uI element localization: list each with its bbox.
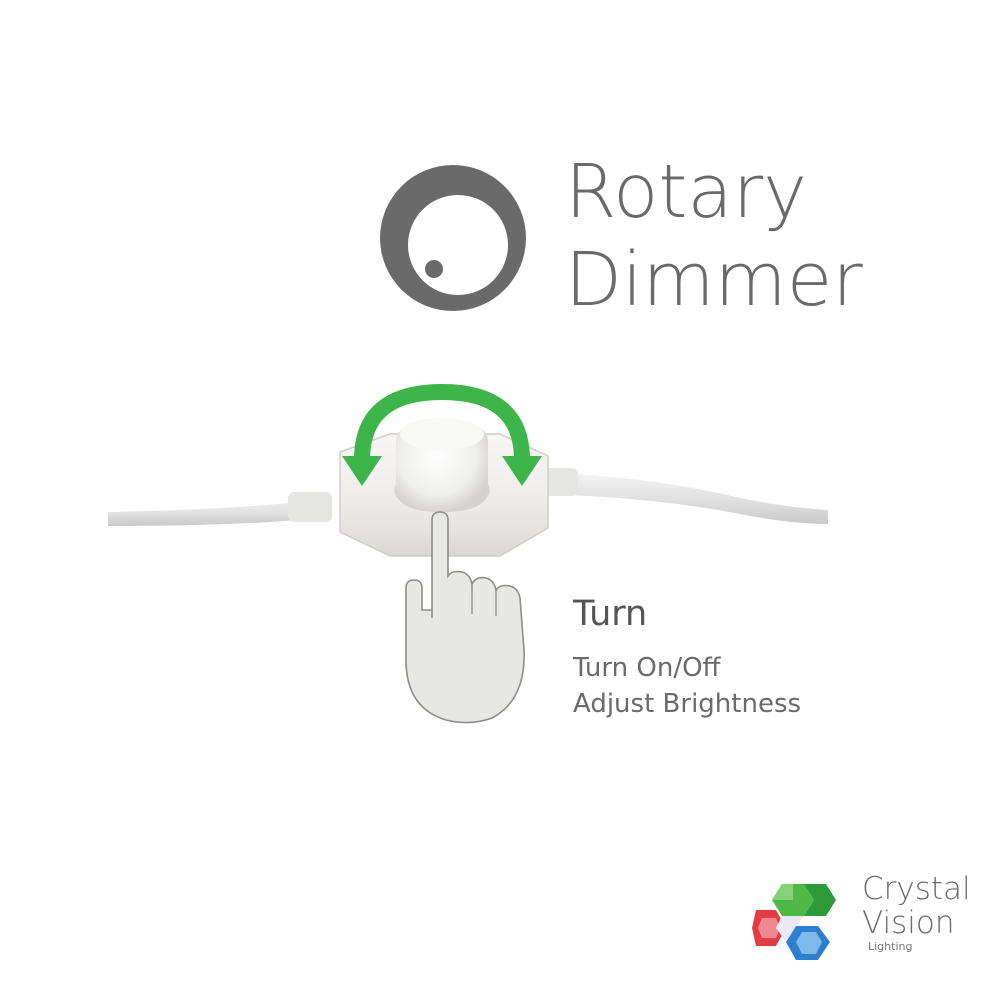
rotary-knob-icon — [380, 165, 526, 311]
instruction-line-1: Turn On/Off — [573, 653, 721, 683]
brand-name-line-2: Vision — [862, 905, 955, 941]
left-cable — [108, 492, 332, 526]
instructions-block: Turn Turn On/Off Adjust Brightness — [573, 592, 801, 722]
title-line-1: Rotary — [565, 149, 807, 235]
brand-name: Crystal Vision Lighting — [862, 872, 971, 954]
instruction-heading: Turn — [573, 594, 648, 634]
right-cable — [540, 468, 828, 524]
instruction-line-2: Adjust Brightness — [573, 689, 802, 719]
brand-logo-icon — [752, 884, 836, 960]
rotate-arrow-icon — [342, 383, 542, 486]
brand-tagline: Lighting — [868, 940, 913, 953]
inline-dimmer-switch — [108, 383, 828, 557]
pointing-hand-icon — [405, 511, 525, 724]
brand-name-line-1: Crystal — [862, 871, 971, 907]
title-line-2: Dimmer — [565, 237, 863, 323]
dimmer-knob — [394, 418, 490, 512]
page-title: Rotary Dimmer — [565, 148, 863, 324]
